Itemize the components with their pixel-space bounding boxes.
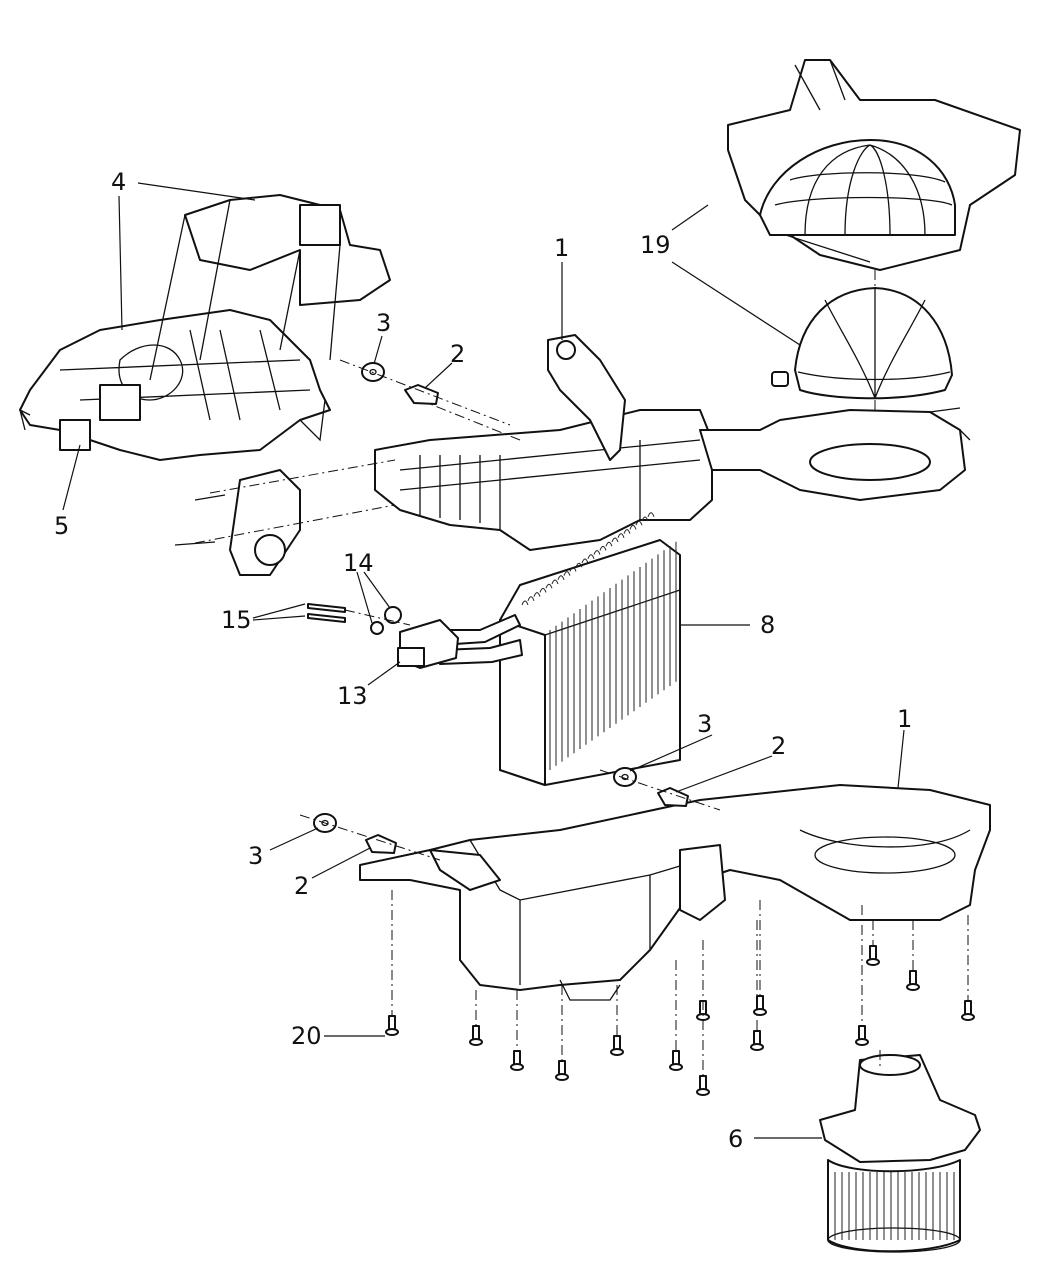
part-1-lower-case <box>359 784 991 1001</box>
fin-top <box>641 516 649 522</box>
screw-shank <box>858 1025 866 1041</box>
part-6-blower-motor <box>819 1054 981 1253</box>
fin-top <box>593 550 601 555</box>
callout-2-mid: 2 <box>771 732 787 760</box>
fin-top <box>527 596 535 601</box>
washer-3-upper <box>361 362 385 382</box>
screw-2-upper <box>404 384 439 405</box>
evaporator-fins <box>521 512 677 770</box>
callout-3-lower: 3 <box>248 842 264 870</box>
fin-top <box>587 554 595 559</box>
screw-head <box>961 1013 975 1021</box>
callout-5: 5 <box>54 512 70 540</box>
callout-15: 15 <box>221 606 252 634</box>
fin-top <box>539 587 547 593</box>
screw-shank <box>756 995 764 1011</box>
screw-head <box>866 958 880 966</box>
screw-shank <box>699 1075 707 1091</box>
washer-3-mid <box>613 767 637 787</box>
leader-lines <box>62 182 905 1139</box>
callout-8: 8 <box>760 611 776 639</box>
fin-top <box>617 533 625 538</box>
fin-top <box>647 512 655 517</box>
screw-shank <box>472 1025 480 1041</box>
screw-shank <box>513 1050 521 1066</box>
part-19-blower-dome <box>771 287 953 400</box>
callout-3-mid: 3 <box>697 710 713 738</box>
screw-head <box>385 1028 399 1036</box>
screw-head <box>469 1038 483 1046</box>
part-14-o-rings <box>370 606 402 635</box>
blower-wheel-fins <box>834 1172 955 1240</box>
fin-top <box>563 571 571 576</box>
part-4-distribution-module <box>19 194 391 461</box>
callout-1-lower: 1 <box>897 705 913 733</box>
screw-head <box>753 1008 767 1016</box>
fin-top <box>605 541 613 547</box>
part-20-screws <box>385 890 975 1096</box>
fin-top <box>533 592 541 597</box>
fin-top <box>629 524 637 530</box>
screw-shank <box>672 1050 680 1066</box>
screw-head <box>610 1048 624 1056</box>
callout-13: 13 <box>337 682 368 710</box>
part-1-upper-case <box>174 334 971 576</box>
screw-shank <box>909 970 917 986</box>
part-15-bolts <box>307 603 346 623</box>
fin-top <box>599 545 607 551</box>
callout-3-upper: 3 <box>376 309 392 337</box>
screw-shank <box>388 1015 396 1031</box>
part-8-evaporator-core <box>499 539 681 786</box>
fin-top <box>635 520 643 526</box>
callout-19: 19 <box>640 231 671 259</box>
fin-top <box>611 537 619 543</box>
fin-top <box>569 566 577 572</box>
fin-top <box>623 529 631 534</box>
part-19-blower-cover <box>727 59 1021 271</box>
callout-14: 14 <box>343 549 374 577</box>
callout-6: 6 <box>728 1125 744 1153</box>
screw-2-mid <box>657 787 689 807</box>
fin-top <box>581 558 589 564</box>
fin-top <box>551 579 559 585</box>
screw-shank <box>558 1060 566 1076</box>
screw-head <box>510 1063 524 1071</box>
part-13-expansion-valve-block <box>397 614 523 669</box>
screw-head <box>555 1073 569 1081</box>
screw-shank <box>964 1000 972 1016</box>
callout-4: 4 <box>111 168 127 196</box>
callout-2-lower: 2 <box>294 872 310 900</box>
callout-1-upper: 1 <box>554 234 570 262</box>
screw-head <box>855 1038 869 1046</box>
fin-top <box>575 562 583 568</box>
screw-head <box>906 983 920 991</box>
fin-top <box>521 600 529 606</box>
screw-shank <box>753 1030 761 1046</box>
fin-top <box>557 575 565 580</box>
callout-2-upper: 2 <box>450 340 466 368</box>
screw-head <box>750 1043 764 1051</box>
screw-shank <box>613 1035 621 1051</box>
screw-head <box>669 1063 683 1071</box>
callout-20: 20 <box>291 1022 322 1050</box>
fin-top <box>545 583 553 589</box>
screw-head <box>696 1088 710 1096</box>
screw-shank <box>869 945 877 961</box>
screw-2-lower <box>365 834 397 854</box>
